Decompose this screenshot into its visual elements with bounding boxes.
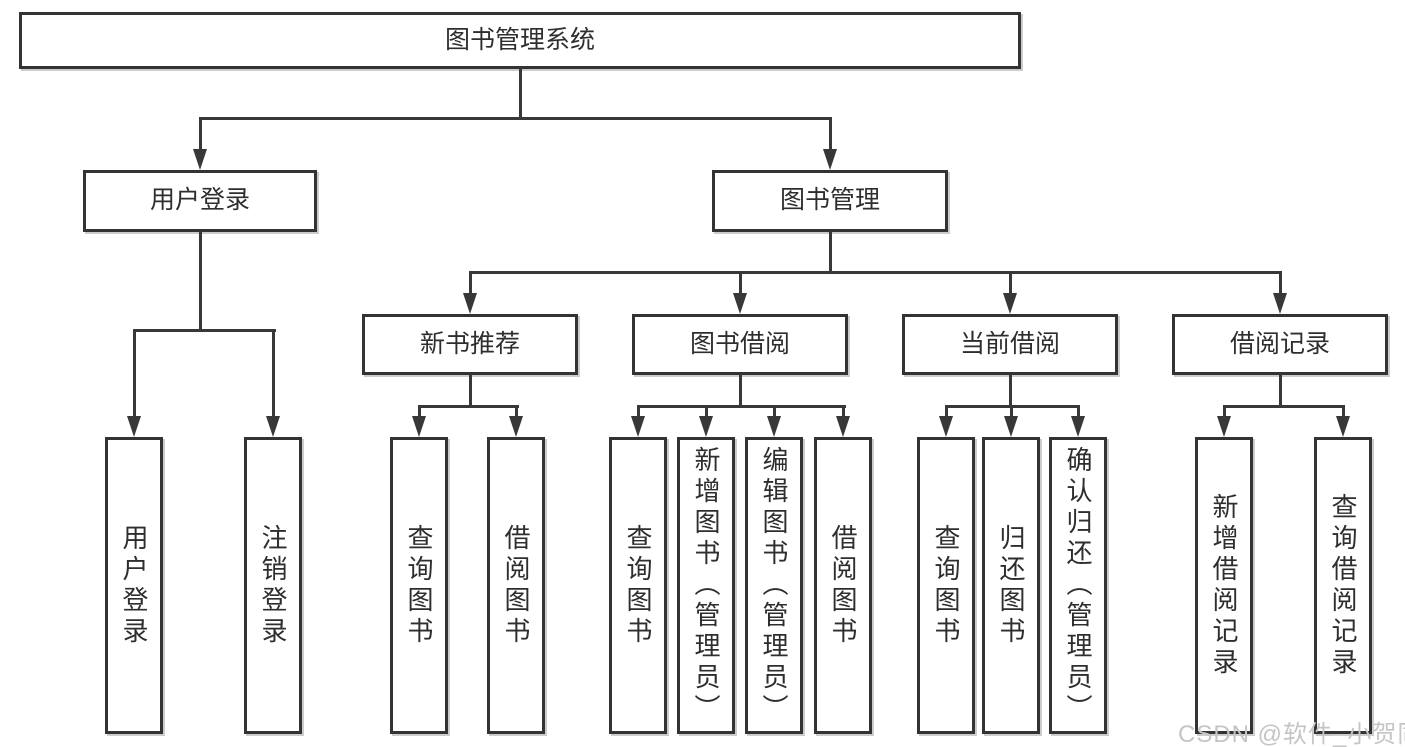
connector-line	[944, 405, 948, 420]
arrow-down-icon	[411, 416, 426, 437]
node-user-login-branch: 用户登录	[83, 170, 317, 232]
arrow-down-icon	[265, 416, 280, 437]
node-query-books-borrowing: 查询图书	[609, 437, 667, 734]
node-logout: 注销登录	[244, 437, 302, 734]
connector-line	[271, 329, 275, 418]
arrow-down-icon	[1002, 293, 1017, 314]
arrow-down-icon	[732, 293, 747, 314]
connector-line	[1341, 405, 1345, 420]
connector-line	[1278, 271, 1282, 296]
node-book-borrowing: 图书借阅	[632, 314, 848, 375]
connector-line	[518, 67, 522, 119]
connector-line	[132, 329, 136, 418]
node-current-borrowing: 当前借阅	[902, 314, 1118, 375]
node-borrow-books-borrowing: 借阅图书	[814, 437, 872, 734]
node-book-management: 图书管理	[712, 170, 948, 232]
arrow-down-icon	[462, 293, 477, 314]
connector-line	[1278, 374, 1282, 408]
connector-line	[198, 117, 202, 153]
node-new-book-recommend: 新书推荐	[362, 314, 578, 375]
node-borrowing-records: 借阅记录	[1172, 314, 1388, 375]
node-user-login: 用户登录	[105, 437, 163, 734]
arrow-down-icon	[835, 416, 850, 437]
arrow-down-icon	[1003, 416, 1018, 437]
arrow-down-icon	[1216, 416, 1231, 437]
connector-line	[1222, 405, 1345, 408]
node-edit-books-admin: 编辑图书（管理员）	[745, 437, 803, 734]
connector-line	[468, 374, 472, 408]
connector-line	[1009, 405, 1013, 420]
connector-line	[1076, 405, 1080, 420]
arrow-down-icon	[126, 416, 141, 437]
arrow-down-icon	[508, 416, 523, 437]
connector-line	[738, 271, 742, 296]
node-confirm-return-admin: 确认归还（管理员）	[1049, 437, 1107, 734]
connector-line	[1008, 374, 1012, 408]
arrow-down-icon	[1335, 416, 1350, 437]
arrow-down-icon	[822, 149, 837, 170]
connector-line	[514, 405, 518, 420]
connector-line	[132, 329, 276, 332]
node-add-books-admin: 新增图书（管理员）	[677, 437, 735, 734]
connector-line	[1008, 271, 1012, 296]
arrow-down-icon	[1070, 416, 1085, 437]
connector-line	[704, 405, 708, 420]
connector-line	[417, 405, 421, 420]
node-query-books-recommend: 查询图书	[390, 437, 448, 734]
connector-line	[198, 231, 202, 332]
arrow-down-icon	[630, 416, 645, 437]
connector-line	[198, 117, 832, 120]
connector-line	[841, 405, 845, 420]
arrow-down-icon	[766, 416, 781, 437]
connector-line	[772, 405, 776, 420]
connector-line	[636, 405, 846, 408]
connector-line	[468, 271, 472, 296]
node-borrow-books-recommend: 借阅图书	[487, 437, 545, 734]
connector-line	[1222, 405, 1226, 420]
node-add-borrow-record: 新增借阅记录	[1195, 437, 1253, 734]
connector-line	[828, 117, 832, 153]
node-return-books: 归还图书	[982, 437, 1040, 734]
connector-line	[828, 231, 832, 273]
connector-line	[636, 405, 640, 420]
connector-line	[738, 374, 742, 408]
arrow-down-icon	[1272, 293, 1287, 314]
watermark: CSDN @软件_小贺同学	[1178, 721, 1405, 747]
connector-line	[468, 271, 1282, 274]
node-query-books-current: 查询图书	[917, 437, 975, 734]
arrow-down-icon	[698, 416, 713, 437]
arrow-down-icon	[192, 149, 207, 170]
connector-line	[417, 405, 519, 408]
node-query-borrow-record: 查询借阅记录	[1314, 437, 1372, 734]
node-library-management-system: 图书管理系统	[19, 12, 1021, 69]
arrow-down-icon	[938, 416, 953, 437]
